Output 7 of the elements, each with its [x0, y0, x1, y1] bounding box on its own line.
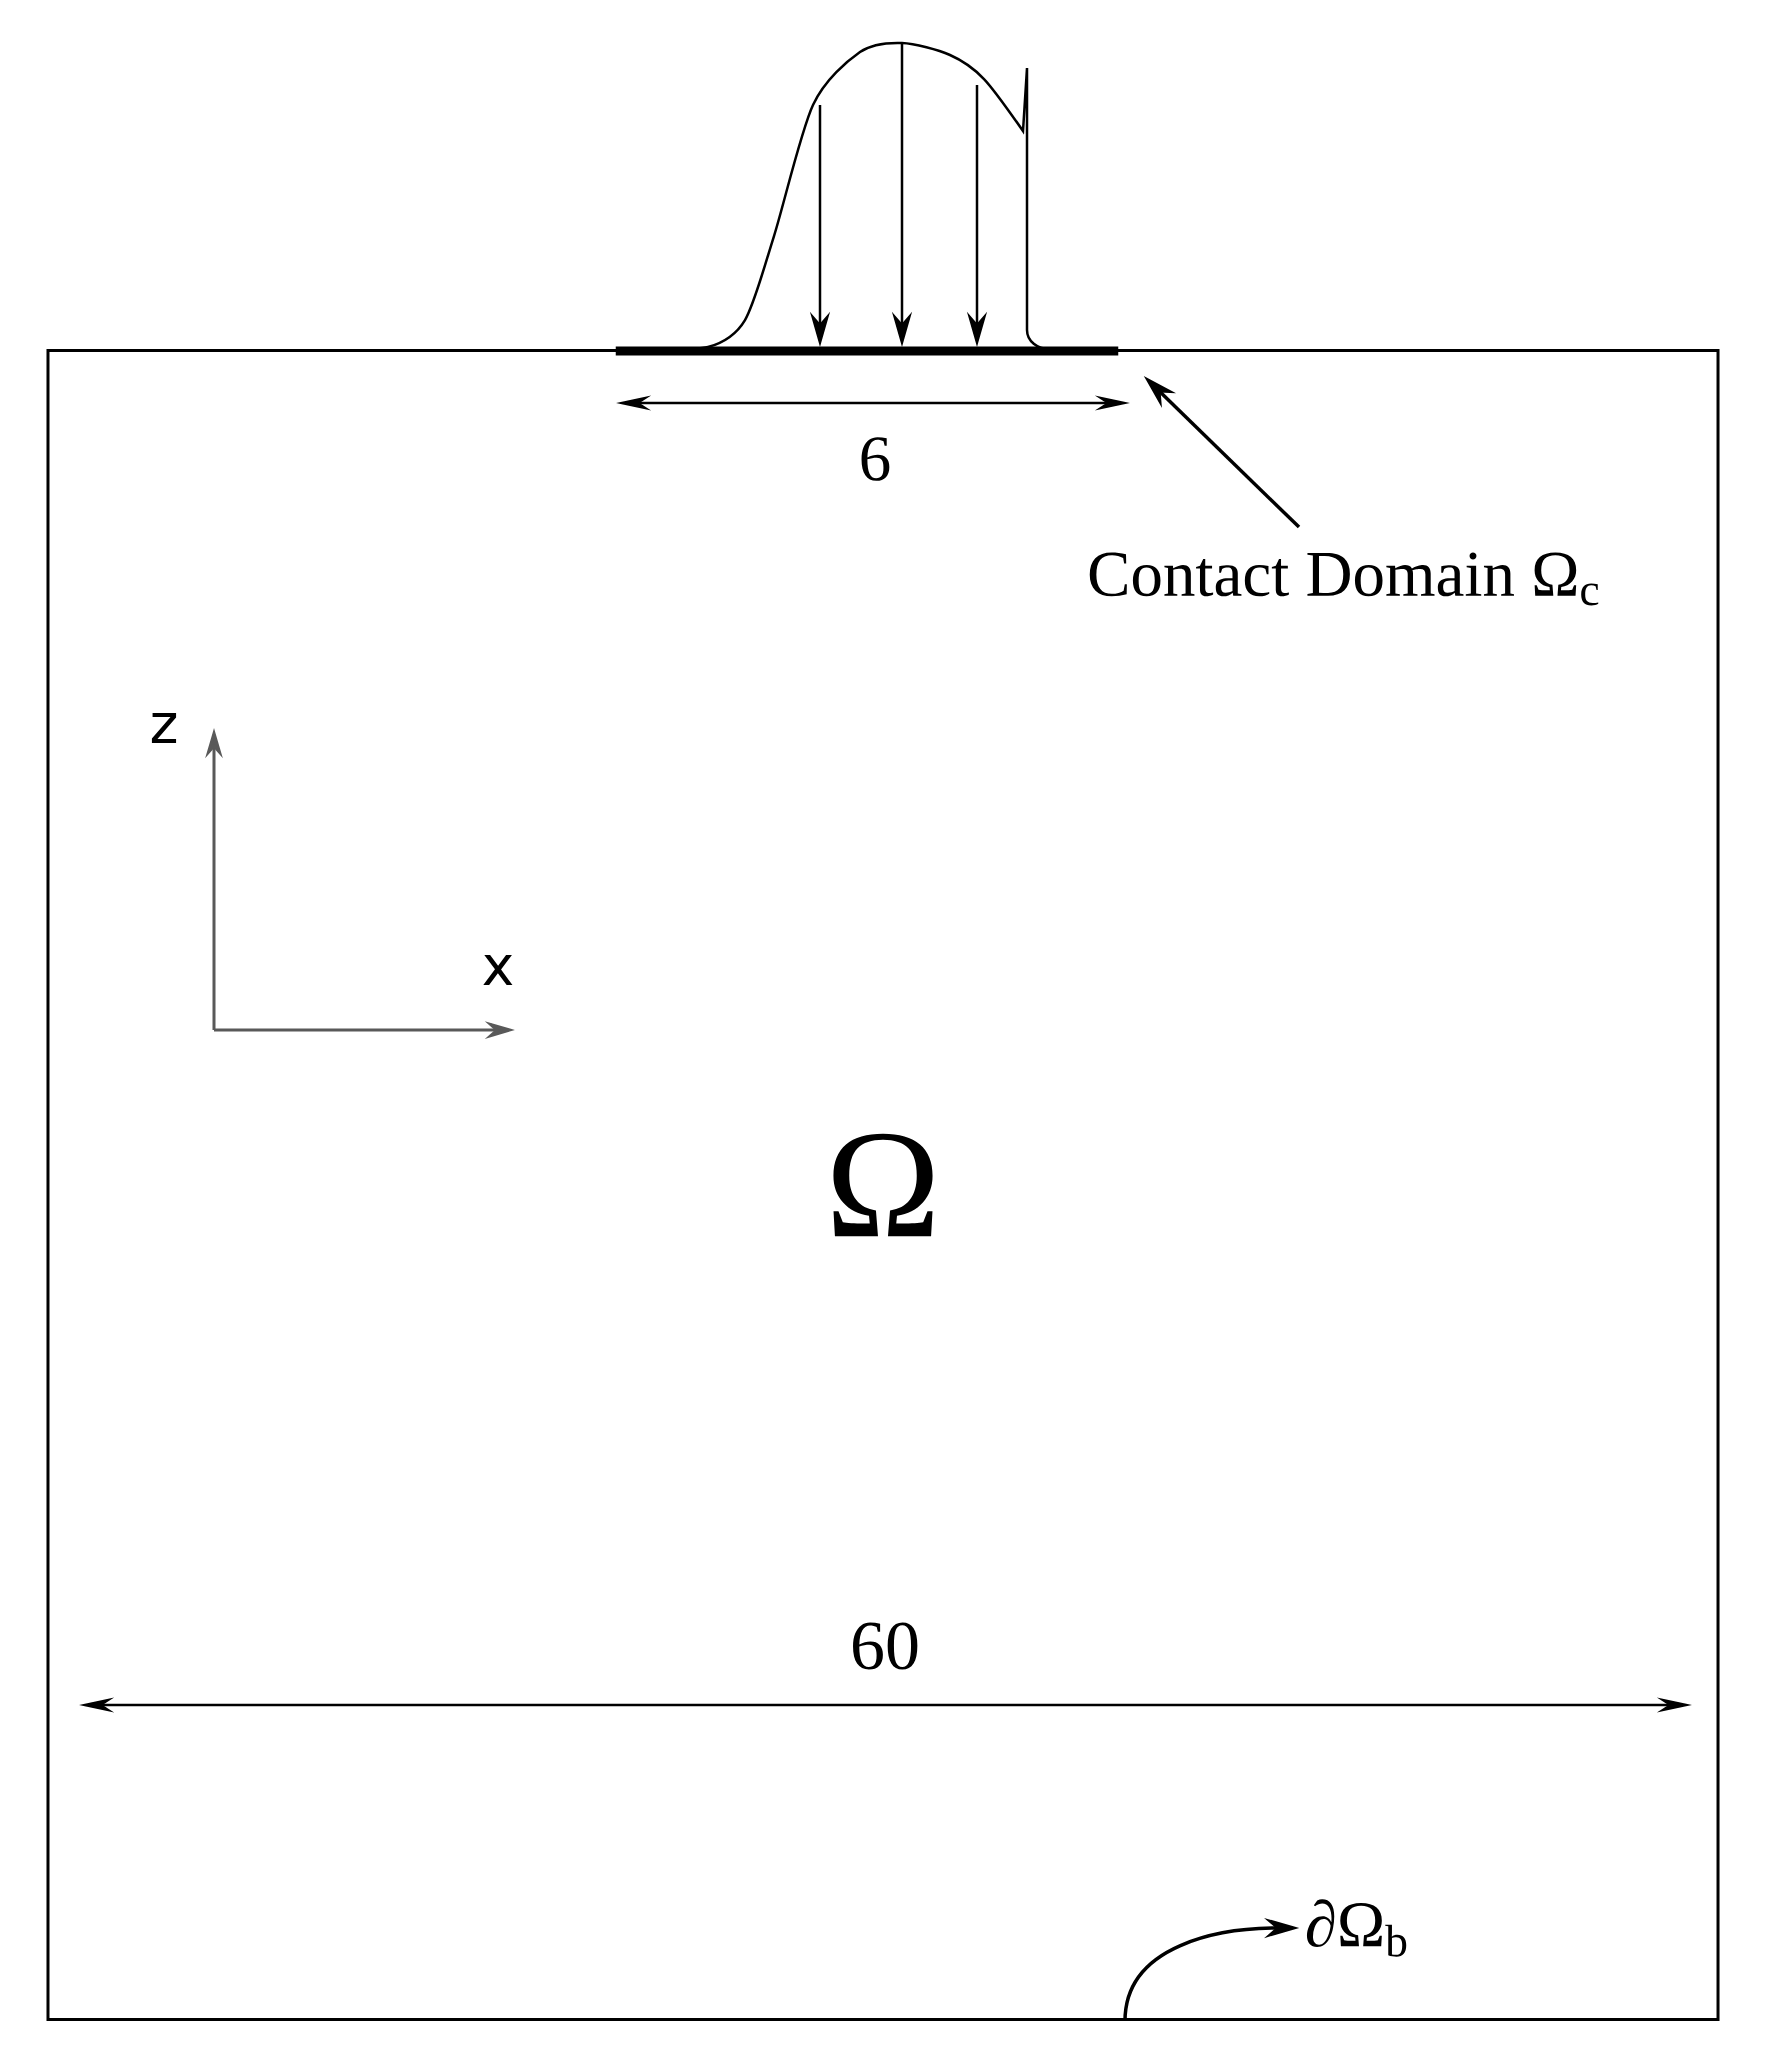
axis-label: z	[151, 713, 177, 744]
dimension-label: 60	[853, 1622, 918, 1670]
callout-text: Contact Domain Ω$_{c}$	[1089, 552, 1599, 606]
contact-bar	[615, 346, 1119, 356]
dimension-label: 6	[861, 437, 890, 481]
callout-text: ∂Ω$_{b}$	[1306, 1899, 1407, 1957]
axis-label: x	[483, 955, 513, 986]
